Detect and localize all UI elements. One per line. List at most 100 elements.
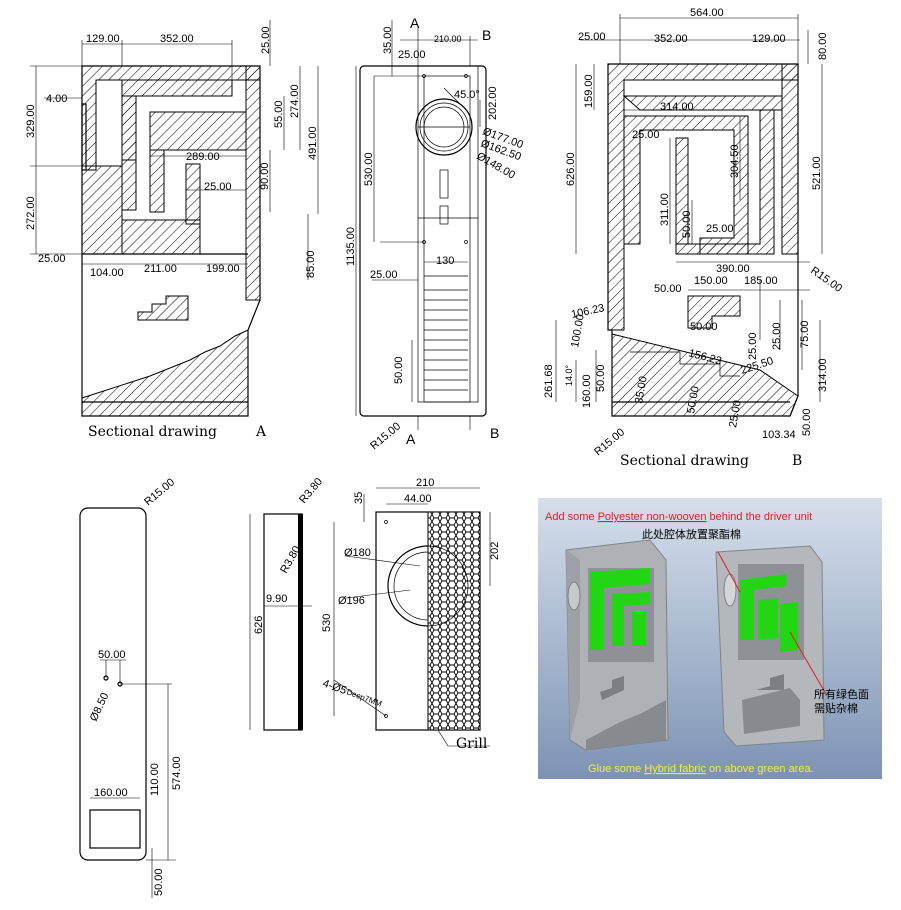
dim-label: 25.00 — [204, 181, 232, 193]
dim-label: 35.00 — [633, 375, 650, 404]
dim-label: 25.00 — [38, 253, 66, 265]
dim-label: 80.00 — [817, 32, 829, 60]
section-a-stairs — [137, 295, 189, 321]
dim-label: 352.00 — [654, 33, 688, 45]
dim-label: 129.00 — [86, 33, 120, 45]
section-a-baffle-slot — [81, 103, 87, 171]
section-a-view: 129.00 352.00 25.00 4.00 329.00 55.00 27… — [25, 20, 319, 440]
photo-cn-right-1: 所有绿色面 — [814, 687, 869, 701]
section-b-right-wall — [781, 63, 799, 255]
dim-label: R15.00 — [142, 476, 177, 508]
driver-cutout-outer — [415, 98, 473, 156]
dim-label: 289.00 — [186, 151, 220, 163]
grill-mesh — [427, 511, 481, 731]
terminal-plate-cutout — [89, 809, 141, 849]
section-b-letter: B — [792, 453, 802, 469]
dim-label: 4.00 — [46, 93, 67, 105]
dim-label: Ø196 — [338, 595, 365, 607]
dim-label: Ø180 — [344, 547, 371, 559]
dim-label: 211.00 — [144, 263, 177, 275]
grill-cutout-outer — [387, 545, 429, 627]
dim-label: 25.00 — [370, 269, 398, 281]
dim-label: 50.00 — [98, 649, 126, 661]
marker-b-top: B — [482, 27, 491, 43]
section-a-labyrinth-3 — [149, 111, 247, 151]
dim-label: 35.00 — [382, 26, 394, 54]
dim-label: 160.00 — [581, 374, 593, 408]
front-view: A B A B 35.00 210.00 25.00 45.0° 202.00 … — [345, 15, 525, 452]
section-b-labyrinth-3 — [675, 109, 775, 255]
dim-label: 274.00 — [289, 84, 301, 118]
cabinet-render-left — [565, 539, 669, 751]
section-a-letter: A — [255, 424, 267, 440]
dim-label: 110.00 — [149, 763, 161, 796]
photo-bottom-note: Glue some Hybrid fabric on above green a… — [588, 763, 814, 775]
dim-label: 564.00 — [690, 7, 724, 19]
dim-label: 50.00 — [801, 408, 813, 436]
dim-label: 75.00 — [799, 320, 811, 348]
dim-label: 4-Ø5 — [321, 678, 348, 698]
dim-label: 85.00 — [305, 250, 317, 278]
dim-label: 314.00 — [817, 358, 829, 392]
baffle-side-view: R3.80 R3.80 9.90 626 — [249, 476, 325, 731]
dim-label: 159.00 — [583, 74, 595, 108]
marker-b-bottom: B — [490, 425, 499, 441]
front-port-lines — [424, 275, 468, 391]
photo-cn-right-2: 需贴杂棉 — [814, 701, 858, 715]
photo-top-note: Add some Polyester non-wooven behind the… — [545, 511, 812, 523]
dim-label: R3.80 — [297, 476, 325, 506]
dim-label: 25.00 — [398, 49, 426, 61]
dim-label: 50.00 — [681, 210, 693, 238]
back-panel-view: R15.00 50.00 Ø8.50 110.00 574.00 160.00 … — [79, 476, 183, 898]
dim-label: 329.00 — [25, 104, 37, 138]
dim-label: 130 — [436, 255, 454, 267]
section-a-caption: Sectional drawing — [88, 424, 217, 440]
dim-label: 390.00 — [716, 263, 750, 275]
dim-label: 1135.00 — [345, 227, 357, 266]
polyester-link: Polyester non-wooven — [598, 511, 707, 523]
dim-label: 100.00 — [569, 313, 587, 348]
section-a-bottom-block — [121, 219, 201, 255]
dim-label: 45.0° — [454, 89, 480, 101]
dim-label: R15.00 — [808, 265, 844, 295]
dim-label: 530 — [321, 614, 333, 632]
section-b-shelf — [622, 95, 783, 111]
dim-label: 626.00 — [565, 152, 577, 186]
dim-label: 202.00 — [487, 86, 499, 120]
dim-label: 311.00 — [659, 193, 671, 226]
section-a-labyrinth-5 — [185, 163, 201, 225]
dim-label: 272.00 — [25, 196, 37, 230]
section-a-ramp — [81, 329, 249, 417]
dim-label: 25.00 — [632, 129, 660, 141]
marker-a-bottom: A — [406, 431, 416, 447]
dim-label: 90.00 — [259, 162, 271, 190]
grill-cutout-inner — [393, 551, 429, 621]
dim-label: 14.0° — [564, 364, 574, 386]
section-a-right-wall — [245, 65, 261, 301]
hybrid-fabric-link: Hybrid fabric — [644, 763, 706, 775]
section-a-labyrinth-4 — [149, 149, 165, 213]
dim-label: 35 — [353, 492, 365, 504]
dim-label: 150.00 — [694, 275, 728, 287]
section-b-stairs — [687, 295, 741, 329]
cabinet-render-right — [715, 545, 825, 747]
dim-label: 25.00 — [747, 332, 759, 360]
section-b-labyrinth-1 — [623, 115, 749, 255]
dim-label: 352.00 — [160, 33, 194, 45]
dim-label: 25.00 — [727, 399, 744, 428]
dim-label: 103.34 — [762, 429, 796, 441]
section-b-caption: Sectional drawing — [620, 453, 749, 469]
dim-label: 55.00 — [273, 100, 285, 128]
dim-label: 210 — [416, 477, 434, 489]
dim-label: Ø8.50 — [88, 691, 112, 723]
section-b-view: 564.00 25.00 352.00 129.00 80.00 159.00 … — [543, 7, 844, 469]
dim-label: Deep7MM — [345, 687, 383, 708]
dim-label: 50.00 — [690, 321, 718, 333]
dim-label: 491.00 — [307, 126, 319, 160]
baffle-side-edge — [298, 514, 303, 730]
grill-label: Grill — [456, 736, 488, 752]
dim-label: 314.00 — [660, 101, 694, 113]
dim-label: 185.00 — [744, 275, 778, 287]
marker-a-top: A — [410, 15, 420, 31]
